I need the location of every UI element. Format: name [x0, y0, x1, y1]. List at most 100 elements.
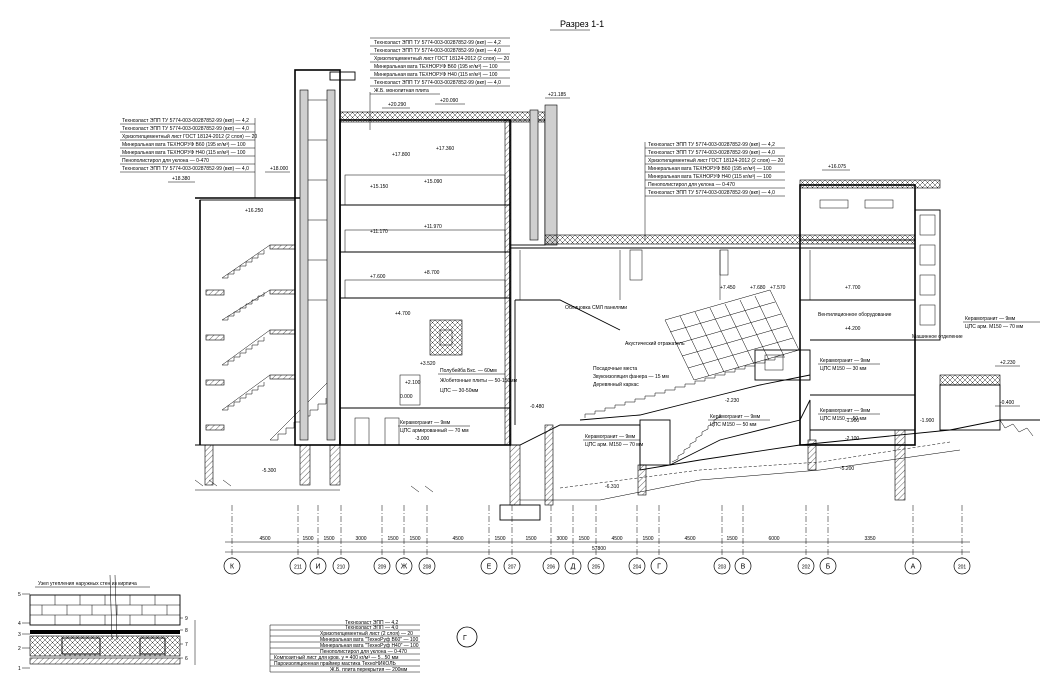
span-label: 4500	[611, 536, 622, 542]
axis-bubble	[332, 557, 350, 575]
level-mark: +7.680	[750, 285, 766, 291]
axis-bubble	[953, 557, 971, 575]
node-mark: 6	[185, 656, 188, 662]
vent-label: Вентиляционное оборудование	[818, 312, 892, 318]
legend-table: Техноэласт ЭПП — 4,2 Техноэласт ЭПП — 4,…	[269, 620, 420, 673]
room-labels: Облицовка СМЛ панелями Акустический отра…	[565, 305, 963, 372]
floor-note: ЦПС — 30-50мм	[440, 388, 479, 394]
level-mark: -2.100	[845, 436, 859, 442]
axis-label: 206	[547, 565, 556, 571]
right-note-line-2: Техноэласт ЭПП ТУ 5774-003-00287852-99 (…	[648, 150, 775, 156]
level-mark: +20.290	[388, 102, 406, 108]
floor-note: Керамогранит — 9мм	[820, 358, 871, 364]
left-note-line-5: Минеральная вата ТЕХНОРУФ Н40 (115 кг/м³…	[122, 150, 246, 156]
top-note-line-5: Минеральная вата ТЕХНОРУФ Н40 (115 кг/м³…	[374, 72, 498, 78]
node-mark: 5	[18, 592, 21, 598]
span-label: 3000	[355, 536, 366, 542]
right-note-line-6: Пенополистирол для уклона — 0-470	[648, 182, 735, 188]
span-label: 1500	[387, 536, 398, 542]
span-label: 1500	[494, 536, 505, 542]
span-label: 4500	[452, 536, 463, 542]
node-mark: 3	[18, 632, 21, 638]
axis-label: 201	[958, 565, 967, 571]
level-mark: +8.700	[424, 270, 440, 276]
dimension-lines: 57800	[225, 541, 970, 553]
level-mark: +11.970	[424, 224, 442, 230]
axis-bubble	[819, 557, 837, 575]
node-title: Узел утепления наружных стен из кирпича	[38, 581, 137, 587]
floor-note: Керамогранит — 9мм	[585, 434, 636, 440]
axis-label: Е	[487, 564, 492, 571]
floor-note: ЦПС армированный — 70 мм	[400, 427, 469, 434]
axis-bubble	[797, 557, 815, 575]
axis-label: 211	[294, 565, 302, 571]
top-note-line-2: Техноэласт ЭПП ТУ 5774-003-00287852-99 (…	[374, 48, 501, 54]
axis-bubble	[734, 557, 752, 575]
right-note-line-3: Хризотилцементный лист ГОСТ 18124-2012 (…	[648, 157, 783, 164]
floor-note: Керамогранит — 9мм	[965, 316, 1016, 322]
node-mark: 2	[18, 646, 21, 652]
axis-label: 203	[718, 565, 727, 571]
floor-note: ЦПС арм. М150 — 70 мм	[965, 324, 1024, 330]
level-mark: +17.360	[436, 146, 454, 152]
legend-row: Пенополистирол для уклона — 0-470	[320, 649, 407, 655]
level-mark: -5.300	[262, 468, 276, 474]
level-mark: +2.230	[1000, 360, 1016, 366]
roof-layer-note-right: Техноэласт ЭПП ТУ 5774-003-00287852-99 (…	[644, 142, 785, 240]
node-mark: 4	[18, 621, 21, 627]
floor-note: Керамогранит — 9мм	[400, 420, 451, 426]
axis-label: 208	[423, 565, 432, 571]
level-marks: +21.185 +20.290 +20.090 +18.380 +18.000 …	[168, 92, 1020, 490]
span-label: 1500	[525, 536, 536, 542]
left-note-line-2: Техноэласт ЭПП ТУ 5774-003-00287852-99 (…	[122, 126, 249, 132]
right-note-line-5: Минеральная вата ТЕХНОРУФ Н40 (115 кг/м³…	[648, 174, 772, 180]
axis-bubble	[223, 557, 241, 575]
axis-bubble	[395, 557, 413, 575]
floor-note: ЦПС арм. М150 — 70 мм	[585, 442, 644, 448]
level-mark: +15.150	[370, 184, 388, 190]
floor-note: Деревянный каркас	[593, 381, 639, 388]
facade-label: Облицовка СМЛ панелями	[565, 305, 627, 311]
level-mark: +18.380	[172, 176, 190, 182]
acoustic-reflector	[664, 289, 800, 381]
drawing-title: Разрез 1-1	[560, 19, 604, 29]
axis-bubble	[628, 557, 646, 575]
level-mark: 0.000	[400, 394, 413, 400]
axis-label: Д	[571, 564, 576, 571]
node-mark: 1	[18, 666, 21, 672]
right-note-line-1: Техноэласт ЭПП ТУ 5774-003-00287852-99 (…	[648, 142, 775, 148]
legend-row: Техноэласт ЭПП — 4,0	[345, 625, 399, 631]
top-note-line-6: Техноэласт ЭПП ТУ 5774-003-00287852-99 (…	[374, 80, 501, 86]
top-note-line-1: Техноэласт ЭПП ТУ 5774-003-00287852-99 (…	[374, 40, 501, 46]
floor-note: Керамогранит — 9мм	[820, 408, 871, 414]
top-note-line-3: Хризотилцементный лист ГОСТ 18124-2012 (…	[374, 55, 509, 62]
floor-note: Звукоизоляция фанера — 15 мм	[593, 374, 669, 380]
level-mark: +18.000	[270, 166, 288, 172]
wall-insulation-node: Узел утепления наружных стен из кирпича …	[18, 574, 196, 672]
span-label: 3350	[864, 536, 875, 542]
level-mark: -6.310	[605, 484, 619, 490]
level-mark: +3.520	[420, 361, 436, 367]
section-mark-letter: Г	[463, 635, 467, 642]
span-label: 3000	[556, 536, 567, 542]
axis-label: И	[315, 564, 320, 571]
axis-label: 210	[337, 565, 346, 571]
level-mark: +7.570	[770, 285, 786, 291]
level-mark: +2.100	[405, 380, 421, 386]
axis-bubble	[289, 557, 307, 575]
level-mark: -5.200	[840, 466, 854, 472]
right-note-line-7: Техноэласт ЭПП ТУ 5774-003-00287852-99 (…	[648, 190, 775, 196]
floor-note: Полубейба Бкс. — 60мм	[440, 367, 497, 374]
axis-bubble	[564, 557, 582, 575]
axis-label: 209	[378, 565, 387, 571]
span-label: 1500	[409, 536, 420, 542]
level-mark: +4.200	[845, 326, 861, 332]
legend-row: Пароизоляционная праймер мастика ТехноНИ…	[274, 660, 396, 667]
axis-label: 207	[508, 565, 517, 571]
axis-label: 205	[592, 565, 601, 571]
top-note-line-7: Ж.Б. монолитная плита	[374, 88, 429, 94]
span-label: 6000	[768, 536, 779, 542]
axis-bubble	[503, 557, 521, 575]
